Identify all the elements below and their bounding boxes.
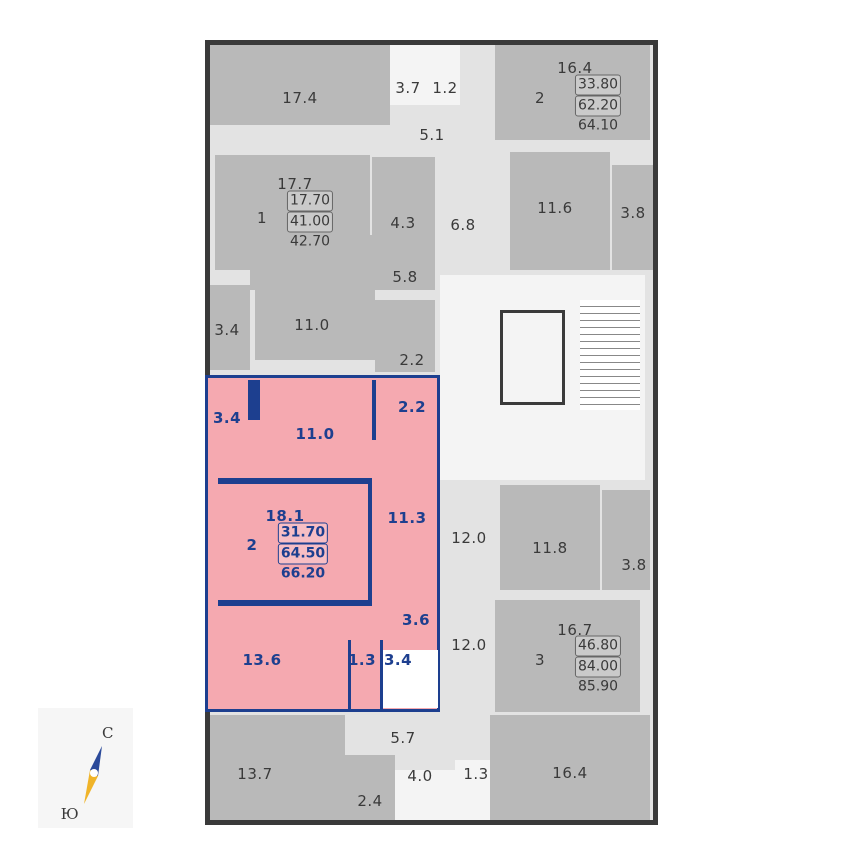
balcony — [602, 490, 650, 590]
room-area: 18.1 — [265, 507, 305, 525]
balcony — [612, 165, 655, 270]
room-area: 3.4 — [212, 409, 242, 427]
room-area: 4.3 — [390, 214, 416, 232]
room-area: 5.1 — [419, 126, 445, 144]
room-area: 5.8 — [392, 268, 418, 286]
room-area: 4.0 — [407, 767, 433, 785]
wall — [205, 40, 658, 45]
room — [510, 152, 610, 270]
wall — [205, 40, 210, 375]
wall — [653, 40, 658, 825]
room-area: 1.3 — [347, 651, 377, 669]
apartment-info: 31.70 64.50 66.20 — [277, 522, 329, 584]
wall — [218, 600, 368, 606]
total-area: 62.20 — [574, 95, 622, 117]
room-area: 17.4 — [282, 89, 318, 107]
total-area-with-balcony: 85.90 — [577, 678, 619, 695]
apartment-info: 46.80 84.00 85.90 — [574, 635, 622, 697]
bathtub — [383, 650, 438, 708]
room-area: 13.7 — [237, 765, 273, 783]
room-area: 3.8 — [620, 204, 646, 222]
room-area: 2.4 — [357, 792, 383, 810]
apartment-info: 17.70 41.00 42.70 — [286, 190, 334, 252]
compass-needle-icon — [84, 746, 102, 804]
total-area-with-balcony: 42.70 — [289, 233, 331, 250]
room-area: 12.0 — [451, 636, 487, 654]
room-area: 17.7 — [277, 175, 313, 193]
room-area: 3.7 — [395, 79, 421, 97]
apartment-rooms-count: 2 — [534, 89, 546, 107]
room-area: 6.8 — [450, 216, 476, 234]
room — [372, 157, 435, 235]
room — [345, 755, 395, 825]
wall — [372, 380, 376, 440]
living-area: 17.70 — [286, 190, 334, 212]
compass-south-label: Ю — [60, 805, 80, 823]
room-area: 1.3 — [463, 765, 489, 783]
room — [375, 300, 435, 372]
kitchen — [255, 285, 375, 360]
room-area: 1.2 — [432, 79, 458, 97]
room — [490, 715, 650, 825]
wall — [218, 478, 368, 484]
wall — [248, 380, 260, 420]
apartment-rooms-count: 3 — [534, 651, 546, 669]
total-area: 41.00 — [286, 211, 334, 233]
room-area: 5.7 — [390, 729, 416, 747]
compass: С Ю — [38, 708, 133, 828]
room-area: 16.4 — [557, 59, 593, 77]
elevator — [500, 310, 565, 405]
apartment-info: 33.80 62.20 64.10 — [574, 74, 622, 136]
living-area: 33.80 — [574, 74, 622, 96]
total-area: 64.50 — [277, 543, 329, 565]
wall — [348, 640, 351, 710]
room-area: 11.8 — [532, 539, 568, 557]
wall — [205, 820, 658, 825]
toilet — [430, 45, 460, 105]
room — [495, 45, 650, 140]
total-area-with-balcony: 64.10 — [577, 117, 619, 134]
total-area-with-balcony: 66.20 — [280, 565, 326, 582]
room-area: 2.2 — [397, 398, 427, 416]
living-area: 46.80 — [574, 635, 622, 657]
room-area: 3.4 — [383, 651, 413, 669]
room-area: 11.0 — [295, 425, 335, 443]
stairs — [580, 300, 640, 410]
total-area: 84.00 — [574, 656, 622, 678]
room-area: 12.0 — [451, 529, 487, 547]
room-area: 3.6 — [401, 611, 431, 629]
room — [210, 715, 345, 825]
room-area: 11.3 — [387, 509, 427, 527]
wall — [380, 640, 383, 710]
bathroom — [395, 770, 455, 825]
kitchen — [500, 485, 600, 590]
bathroom — [390, 45, 430, 105]
living-area: 31.70 — [277, 522, 329, 544]
room-area: 11.6 — [537, 199, 573, 217]
room-area: 13.6 — [242, 651, 282, 669]
apartment-rooms-count: 2 — [246, 536, 258, 554]
wall — [205, 712, 210, 825]
room-area: 16.7 — [557, 621, 593, 639]
balcony — [205, 285, 250, 370]
room-area: 3.8 — [621, 556, 647, 574]
wall — [368, 478, 372, 606]
room-area: 3.4 — [214, 321, 240, 339]
compass-north-label: С — [102, 724, 114, 742]
room-area: 11.0 — [294, 316, 330, 334]
room-area: 2.2 — [399, 351, 425, 369]
apartment-rooms-count: 1 — [256, 209, 268, 227]
toilet — [455, 760, 490, 825]
room-area: 16.4 — [552, 764, 588, 782]
room — [210, 45, 390, 125]
corridor — [250, 235, 435, 290]
